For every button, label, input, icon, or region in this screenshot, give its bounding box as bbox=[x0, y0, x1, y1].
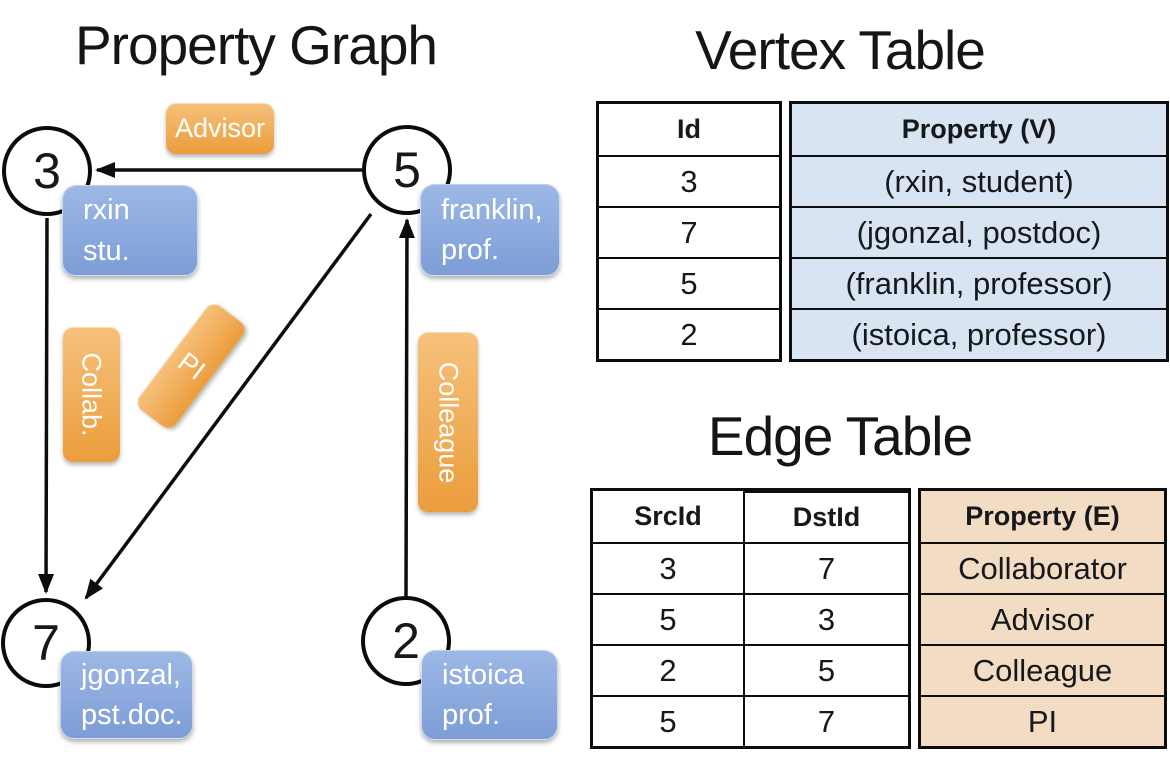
edge-label-pi: PI bbox=[133, 300, 249, 432]
table-cell: 2 bbox=[593, 644, 745, 695]
table-cell: 7 bbox=[745, 695, 908, 746]
table-cell: 5 bbox=[593, 593, 745, 644]
table-cell: 5 bbox=[745, 644, 908, 695]
table-cell: PI bbox=[921, 695, 1164, 746]
table-cell: Colleague bbox=[921, 644, 1164, 695]
table-cell: 5 bbox=[593, 695, 745, 746]
column-header: Property (E) bbox=[921, 491, 1164, 542]
table-cell: 7 bbox=[599, 206, 779, 257]
node-id: 3 bbox=[33, 143, 61, 199]
table-cell: 5 bbox=[599, 257, 779, 308]
table-cell: 2 bbox=[599, 308, 779, 359]
table-cell: 3 bbox=[599, 155, 779, 206]
table-cell: 7 bbox=[745, 542, 908, 593]
edge-table-title: Edge Table bbox=[707, 405, 973, 467]
node-id: 2 bbox=[392, 613, 420, 669]
edge-collaborator-3-7 bbox=[38, 217, 55, 594]
edge-table-id-columns: SrcId DstId 3 7 5 3 2 5 5 7 bbox=[590, 488, 911, 749]
table-cell: Advisor bbox=[921, 593, 1164, 644]
node-circle-5: 5 bbox=[362, 125, 452, 215]
node-id: 5 bbox=[393, 142, 421, 198]
edge-label-colleague: Colleague bbox=[418, 332, 478, 512]
node-id: 7 bbox=[32, 615, 60, 671]
column-header: Property (V) bbox=[792, 104, 1166, 155]
table-cell: 3 bbox=[593, 542, 745, 593]
vertex-property-box-istoica: istoica prof. bbox=[421, 650, 558, 740]
edge-label-collab: Collab. bbox=[63, 327, 120, 462]
node-circle-3: 3 bbox=[2, 126, 92, 216]
table-cell: (istoica, professor) bbox=[792, 308, 1166, 359]
vertex-table-property-column: Property (V) (rxin, student) (jgonzal, p… bbox=[789, 101, 1169, 362]
vertex-table-title: Vertex Table bbox=[695, 19, 986, 81]
column-header: Id bbox=[677, 114, 701, 144]
table-cell: (franklin, professor) bbox=[792, 257, 1166, 308]
property-graph-title: Property Graph bbox=[74, 14, 438, 76]
table-cell: (jgonzal, postdoc) bbox=[792, 206, 1166, 257]
column-header: SrcId bbox=[593, 491, 745, 542]
edge-table: SrcId DstId 3 7 5 3 2 5 5 7 Property (E)… bbox=[590, 488, 1167, 749]
vertex-table: Id 3 7 5 2 Property (V) (rxin, student) … bbox=[596, 101, 1169, 362]
vertex-property-box-jgonzal: jgonzal, pst.doc. bbox=[60, 651, 193, 739]
vertex-property-box-rxin: rxin stu. bbox=[62, 185, 198, 276]
edge-label-advisor: Advisor bbox=[166, 103, 274, 154]
vertex-table-id-column: Id 3 7 5 2 bbox=[596, 101, 782, 362]
table-cell: 3 bbox=[745, 593, 908, 644]
vertex-property-box-franklin: franklin, prof. bbox=[420, 184, 560, 276]
column-header: DstId bbox=[745, 491, 908, 542]
table-cell: Collaborator bbox=[921, 542, 1164, 593]
table-cell: (rxin, student) bbox=[792, 155, 1166, 206]
edge-table-property-column: Property (E) Collaborator Advisor Collea… bbox=[918, 488, 1167, 749]
edge-colleague-2-5 bbox=[398, 218, 415, 598]
